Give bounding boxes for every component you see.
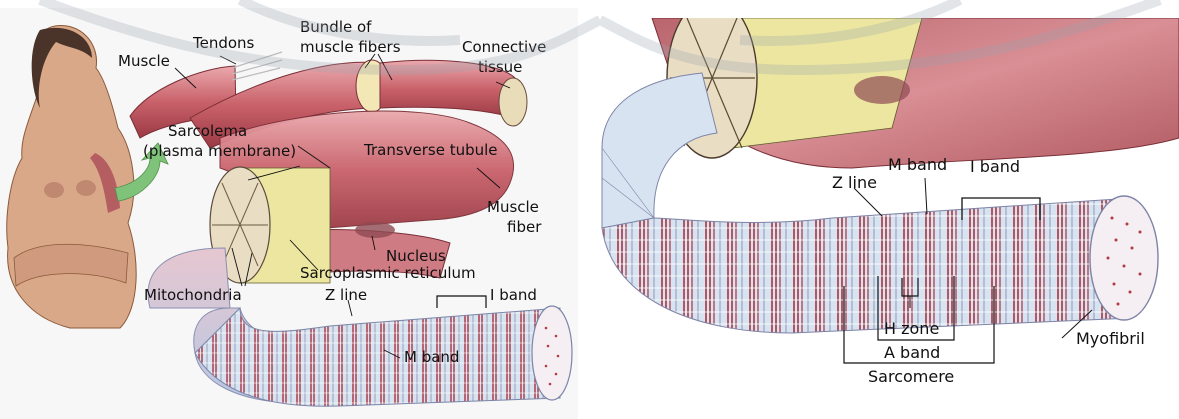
muscle-anatomy-figure: Tendons Bundle of muscle fibers Muscle C… — [0, 8, 578, 419]
nucleus-shape — [355, 222, 395, 238]
label-z-line: Z line — [325, 286, 367, 304]
label-bundle-line1: Bundle of — [300, 18, 372, 36]
label-muscle: Muscle — [118, 52, 170, 70]
label-i-band-right: I band — [970, 157, 1020, 176]
i-band-bracket-left — [437, 296, 486, 308]
myofibril-end — [532, 306, 572, 400]
label-sarcolema-line2: (plasma membrane) — [143, 142, 296, 160]
myofibril-shape — [195, 308, 560, 406]
left-panel-muscle-anatomy: Tendons Bundle of muscle fibers Muscle C… — [0, 8, 578, 419]
myofibril-shape-right — [602, 198, 1132, 333]
label-bundle-line2: muscle fibers — [300, 38, 401, 56]
sarcomere-figure: M band I band Z line H zone A band Sarco… — [592, 18, 1179, 401]
nucleus-shape-right — [854, 76, 910, 104]
label-sarcolema-line1: Sarcolema — [168, 122, 247, 140]
label-transverse-tubule: Transverse tubule — [363, 141, 498, 159]
label-connective-line1: Connective — [462, 38, 546, 56]
label-tendons: Tendons — [192, 34, 255, 52]
label-connective-line2: tissue — [478, 58, 522, 76]
label-m-band: M band — [404, 348, 459, 366]
label-i-band: I band — [490, 286, 537, 304]
label-m-band-right: M band — [888, 155, 947, 174]
label-muscle-fiber-line1: Muscle — [487, 198, 539, 216]
label-a-band: A band — [884, 343, 940, 362]
label-z-line-right: Z line — [832, 173, 877, 192]
label-nucleus: Nucleus — [386, 247, 446, 265]
label-muscle-fiber-line2: fiber — [507, 218, 542, 236]
label-mitochondria: Mitochondria — [144, 286, 242, 304]
myofibril-end-right — [1090, 196, 1158, 320]
woman-figure — [7, 26, 136, 328]
right-panel-sarcomere-detail: M band I band Z line H zone A band Sarco… — [592, 18, 1179, 401]
label-sarcomere: Sarcomere — [868, 367, 954, 386]
tendons-shape — [232, 52, 282, 80]
label-h-zone: H zone — [884, 319, 939, 338]
label-myofibril: Myofibril — [1076, 329, 1145, 348]
label-sarcoplasmic-reticulum: Sarcoplasmic reticulum — [300, 264, 476, 282]
